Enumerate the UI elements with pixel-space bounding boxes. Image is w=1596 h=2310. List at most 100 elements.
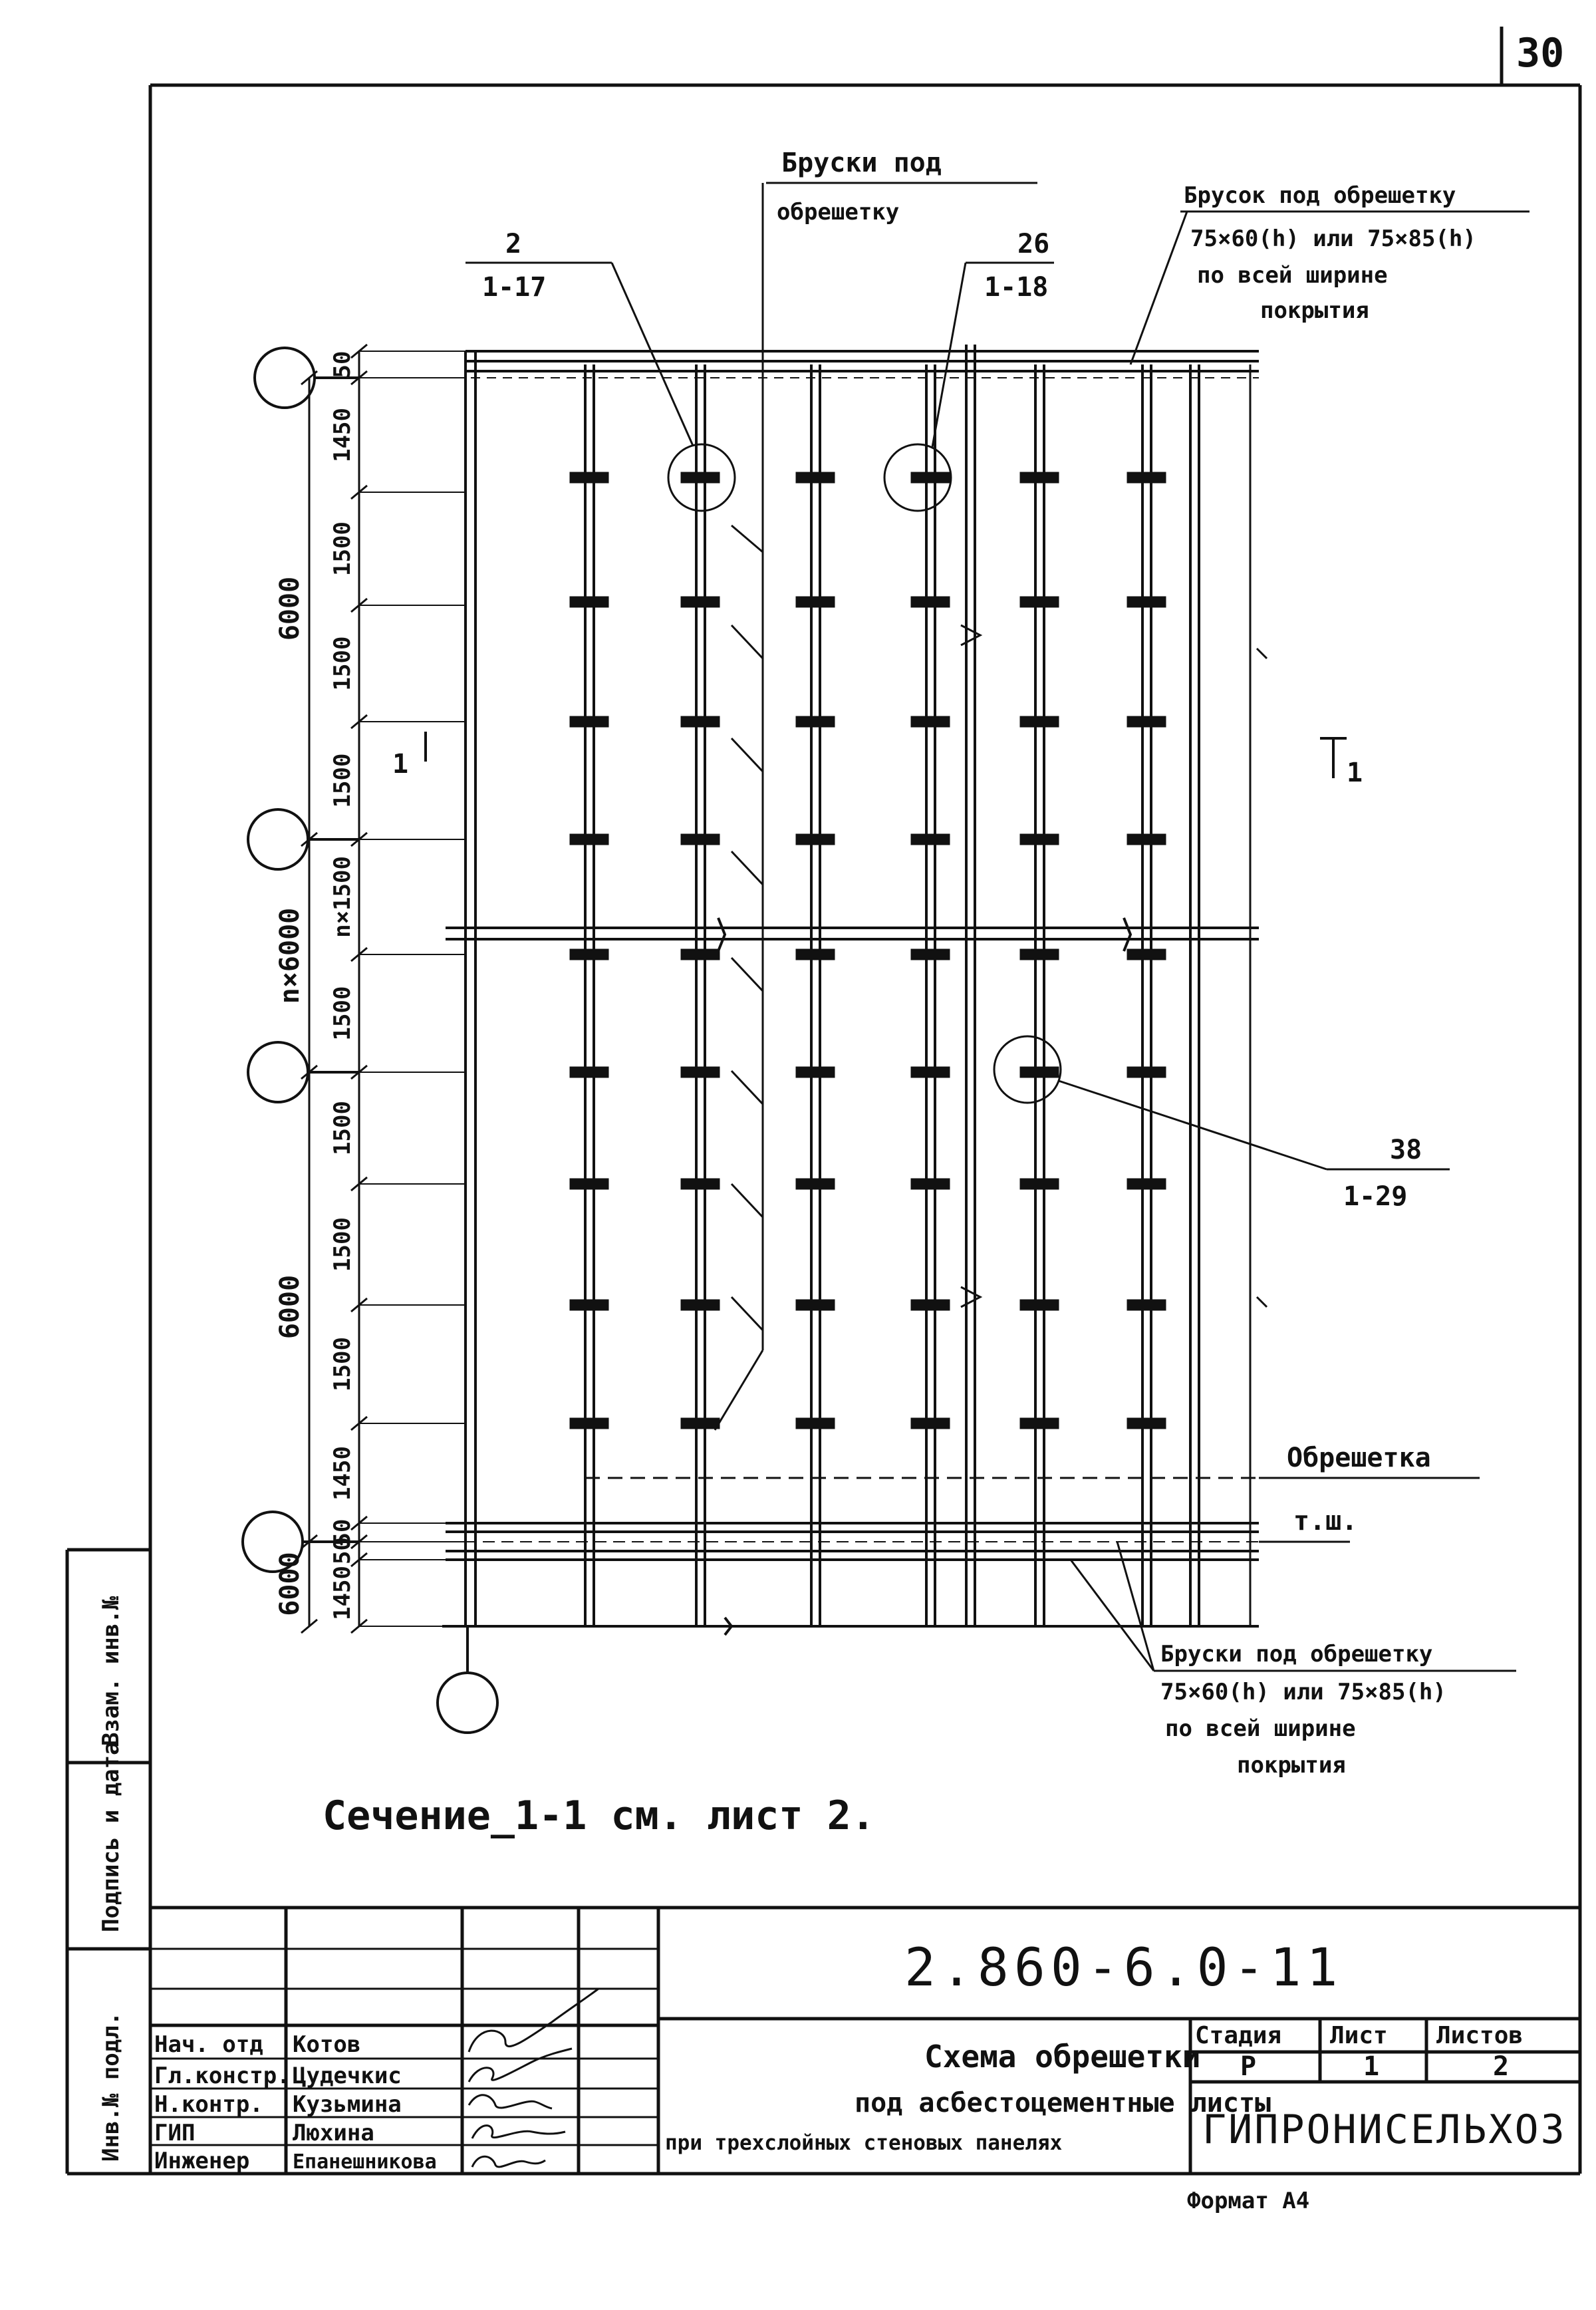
callout-2-top: 26 [1017, 229, 1049, 259]
lathing-clip [1019, 596, 1059, 608]
name-4: Люхина [293, 2120, 374, 2146]
dimension-label: 1450 [329, 408, 356, 462]
section-note: Сечение_1-1 см. лист 2. [323, 1793, 875, 1839]
callout-2-bottom: 1-18 [984, 272, 1048, 303]
section-mark-left: 1 [392, 749, 408, 780]
format-label: Формат А4 [1187, 2188, 1309, 2214]
section-mark-right: 1 [1347, 758, 1363, 788]
lathing-clip [569, 716, 609, 728]
dimension-label-outer: 6000 [275, 577, 305, 641]
dimension-label: 1500 [329, 1217, 356, 1272]
dimension-label: n×1500 [329, 856, 356, 938]
lathing-clip [910, 472, 950, 484]
lathing-clip [1019, 472, 1059, 484]
leader-bars-top [714, 182, 1037, 1431]
lathing-clip [680, 1178, 720, 1190]
name-2: Цудечкис [293, 2063, 402, 2089]
lathing-clip [795, 596, 835, 608]
role-5: Инженер [154, 2148, 249, 2174]
plan-rafters [464, 345, 1268, 1626]
dimension-label-outer: 6000 [275, 1275, 305, 1339]
lathing-leaders [1259, 1477, 1480, 1543]
title-block [150, 1906, 1580, 2174]
lathing-clip [1127, 1299, 1166, 1311]
signature-1 [467, 1987, 599, 2053]
callout-3-bottom: 1-29 [1343, 1181, 1407, 1212]
organization-name: ГИПРОНИСЕЛЬХОЗ [1202, 2106, 1567, 2153]
lathing-clip [795, 948, 835, 960]
lathing-clip [795, 1178, 835, 1190]
lathing-clip [680, 1066, 720, 1078]
label-bars-bottom-3: по всей ширине [1165, 1715, 1356, 1742]
name-3: Кузьмина [293, 2091, 402, 2118]
dimension-label-outer: 6000 [275, 1552, 305, 1616]
lathing-clip [569, 1417, 609, 1429]
stamp-sign-date: Подпись и дата [98, 1741, 124, 1932]
lathing-clip [1127, 472, 1166, 484]
callout-1-top: 2 [505, 229, 521, 259]
role-2: Гл.констр. [154, 2063, 291, 2089]
lathing-clip [1019, 1066, 1059, 1078]
sheets-header: Листов [1436, 2022, 1523, 2049]
name-5: Епанешникова [293, 2150, 437, 2174]
lathing-clip [1127, 833, 1166, 845]
dimension-label: 1500 [329, 1337, 356, 1391]
label-bars-bottom-1: Бруски под обрешетку [1160, 1641, 1432, 1667]
stamp-inv-number: Инв.№ подл. [98, 2012, 124, 2162]
dimension-label: 1500 [329, 521, 356, 576]
axis-bubbles [241, 347, 499, 1734]
drawing-title-1: Схема обрешетки [924, 2039, 1200, 2075]
lathing-clip [569, 1066, 609, 1078]
lathing-clip [1127, 716, 1166, 728]
callout-38-1-29: 38 1-29 [993, 1035, 1450, 1212]
callout-1-bottom: 1-17 [482, 272, 546, 303]
sheets-value: 2 [1493, 2051, 1509, 2082]
document-number: 2.860-6.0-11 [904, 1938, 1343, 1998]
dimension-label: 1450 [329, 1446, 356, 1501]
label-bar-right-4: покрытия [1260, 297, 1369, 324]
dimension-label: 1500 [329, 754, 356, 808]
lathing-clip [680, 472, 720, 484]
lathing-clip [680, 948, 720, 960]
signature-2 [467, 2047, 573, 2083]
callout-2-1-17: 2 1-17 [466, 229, 736, 512]
lathing-clip [680, 1417, 720, 1429]
label-bars-under-lathing-top-1: Бруски под [781, 148, 942, 178]
lathing-clip [1019, 1417, 1059, 1429]
label-bar-right-2: 75×60(h) или 75×85(h) [1190, 225, 1476, 252]
leader-bar-right [1129, 210, 1530, 365]
plan-beams [359, 350, 1259, 1636]
dimension-label: 50 [329, 1537, 356, 1564]
stage-value: Р [1240, 2051, 1256, 2082]
lathing-clip [795, 1417, 835, 1429]
callout-26-1-18: 26 1-18 [883, 229, 1054, 512]
sheet-header: Лист [1330, 2022, 1388, 2049]
lathing-clip [1019, 1299, 1059, 1311]
sheet-value: 1 [1363, 2051, 1379, 2082]
plan-clips [569, 472, 1166, 1429]
lathing-clip [569, 833, 609, 845]
dimension-chains [301, 343, 466, 1634]
label-bars-bottom-4: покрытия [1237, 1752, 1346, 1779]
section-marks [424, 732, 1347, 778]
lathing-clip [1127, 1417, 1166, 1429]
signature-3 [467, 2094, 553, 2110]
lathing-clip [910, 1299, 950, 1311]
dimension-label: 1500 [329, 986, 356, 1041]
stamp-replace-inv: Взам. инв.№ [98, 1596, 124, 1746]
dimension-label: 1450 [329, 1566, 356, 1620]
lathing-clip [795, 1066, 835, 1078]
lathing-clip [569, 596, 609, 608]
label-bars-under-lathing-top-2: обрешетку [777, 199, 899, 225]
dimension-label: 50 [329, 351, 356, 378]
lathing-clip [910, 948, 950, 960]
callout-3-top: 38 [1390, 1135, 1422, 1165]
lathing-clip [1127, 948, 1166, 960]
lathing-clip [910, 596, 950, 608]
lathing-clip [910, 716, 950, 728]
lathing-clip [569, 472, 609, 484]
label-bars-bottom-2: 75×60(h) или 75×85(h) [1160, 1679, 1446, 1705]
dimension-label: 50 [329, 1519, 356, 1546]
lathing-clip [569, 1299, 609, 1311]
